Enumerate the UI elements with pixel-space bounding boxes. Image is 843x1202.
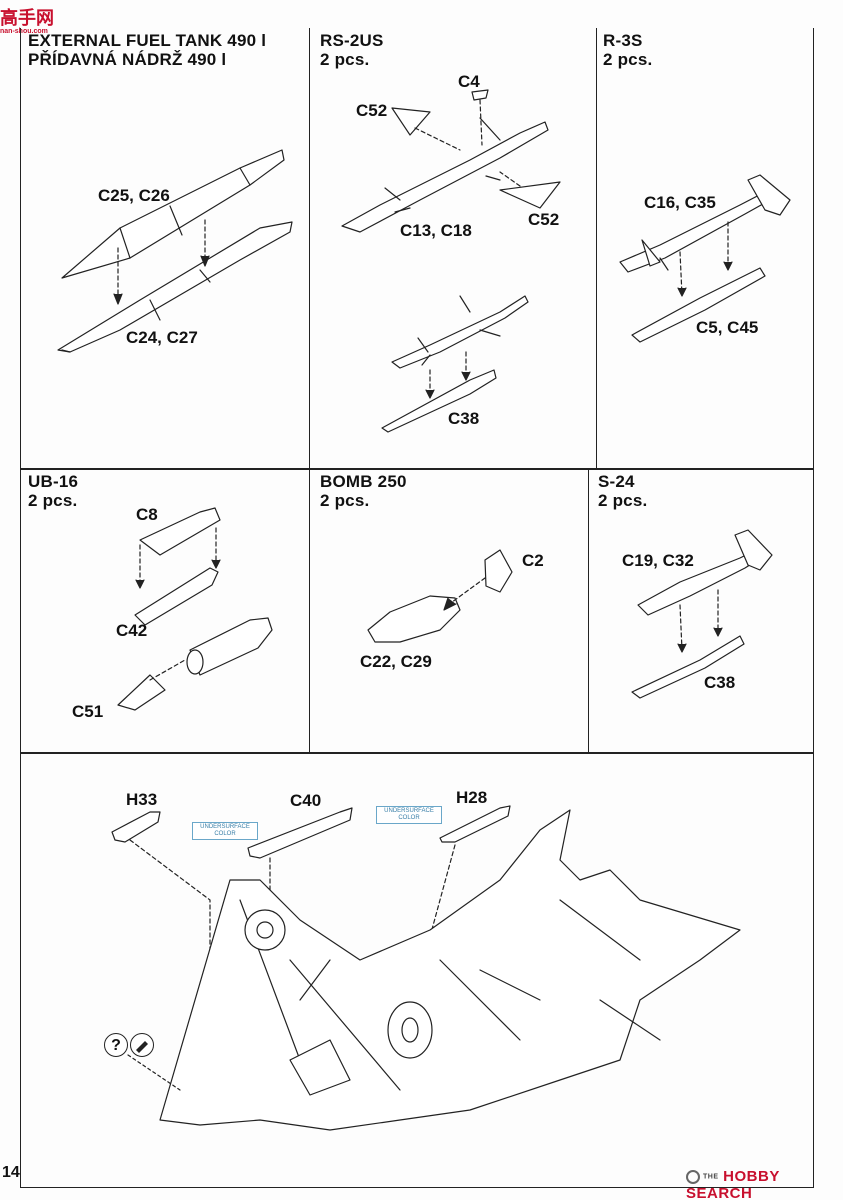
undersurface-note-left: UNDERSURFACE COLOR bbox=[192, 822, 258, 840]
ub16-drawing bbox=[117, 507, 273, 711]
label-c16-c35: C16, C35 bbox=[644, 193, 716, 212]
label-h33: H33 bbox=[126, 790, 158, 809]
bomb250-title-line1: BOMB 250 bbox=[320, 472, 407, 491]
hobby-search-icon bbox=[686, 1170, 700, 1185]
label-c52-bottom: C52 bbox=[528, 210, 560, 229]
rs2us-title-line1: RS-2US bbox=[320, 31, 384, 50]
watermark-logo-text: 高手网 bbox=[0, 8, 54, 28]
watermark-logo: 高手网 nan-shou.com bbox=[0, 4, 54, 35]
rs2us-title-line2: 2 pcs. bbox=[320, 50, 370, 69]
fuel-tank-drawing bbox=[57, 149, 293, 353]
divider-v1 bbox=[309, 28, 310, 470]
glue-icon-glyph bbox=[136, 1041, 148, 1053]
divider-v3 bbox=[309, 468, 310, 754]
bomb250-title: BOMB 250 2 pcs. bbox=[320, 472, 407, 510]
label-c4: C4 bbox=[458, 72, 480, 91]
s24-title-line1: S-24 bbox=[598, 472, 635, 491]
label-c22-c29: C22, C29 bbox=[360, 652, 432, 671]
fuel-tank-title-line1: EXTERNAL FUEL TANK 490 l bbox=[28, 31, 267, 50]
r3s-title-line1: R-3S bbox=[603, 31, 643, 50]
brand-text: HOBBY SEARCH bbox=[686, 1168, 780, 1202]
label-c38-s24: C38 bbox=[704, 673, 736, 692]
label-c42: C42 bbox=[116, 621, 148, 640]
divider-v4 bbox=[588, 468, 589, 754]
assembly-drawing bbox=[111, 805, 741, 1131]
page-number: 14 bbox=[2, 1164, 20, 1181]
fuel-tank-title-line2: PŘÍDAVNÁ NÁDRŽ 490 l bbox=[28, 50, 227, 69]
rs2us-drawing bbox=[341, 89, 561, 433]
label-c24-c27: C24, C27 bbox=[126, 328, 198, 347]
divider-v2 bbox=[596, 28, 597, 470]
label-c40: C40 bbox=[290, 791, 322, 810]
r3s-drawing bbox=[619, 174, 791, 343]
label-c38-rs2us: C38 bbox=[448, 409, 480, 428]
s24-drawing bbox=[631, 529, 773, 699]
label-c51: C51 bbox=[72, 702, 104, 721]
undersurface-note-right: UNDERSURFACE COLOR bbox=[376, 806, 442, 824]
label-c52-top: C52 bbox=[356, 101, 388, 120]
label-c25-c26: C25, C26 bbox=[98, 186, 170, 205]
label-c13-c18: C13, C18 bbox=[400, 221, 472, 240]
r3s-title-line2: 2 pcs. bbox=[603, 50, 653, 69]
top-panel-frame bbox=[20, 28, 814, 470]
label-c5-c45: C5, C45 bbox=[696, 318, 759, 337]
glue-icon bbox=[130, 1033, 154, 1057]
brand-prefix: THE bbox=[703, 1173, 719, 1181]
watermark-brand: THE HOBBY SEARCH bbox=[686, 1168, 843, 1202]
label-c2: C2 bbox=[522, 551, 544, 570]
r3s-title: R-3S 2 pcs. bbox=[603, 31, 652, 69]
label-h28: H28 bbox=[456, 788, 488, 807]
s24-title: S-24 2 pcs. bbox=[598, 472, 647, 510]
bomb250-title-line2: 2 pcs. bbox=[320, 491, 370, 510]
label-c19-c32: C19, C32 bbox=[622, 551, 694, 570]
middle-panel-frame bbox=[20, 468, 814, 754]
bottom-panel-frame bbox=[20, 752, 814, 1188]
watermark-logo-sub: nan-shou.com bbox=[0, 28, 48, 35]
ub16-title-line2: 2 pcs. bbox=[28, 491, 78, 510]
rs2us-title: RS-2US 2 pcs. bbox=[320, 31, 384, 69]
question-symbol: ? bbox=[104, 1033, 128, 1057]
bomb250-drawing bbox=[367, 549, 513, 643]
fuel-tank-title: EXTERNAL FUEL TANK 490 l PŘÍDAVNÁ NÁDRŽ … bbox=[28, 31, 266, 69]
s24-title-line2: 2 pcs. bbox=[598, 491, 648, 510]
ub16-title-line1: UB-16 bbox=[28, 472, 79, 491]
ub16-title: UB-16 2 pcs. bbox=[28, 472, 78, 510]
label-c8: C8 bbox=[136, 505, 158, 524]
